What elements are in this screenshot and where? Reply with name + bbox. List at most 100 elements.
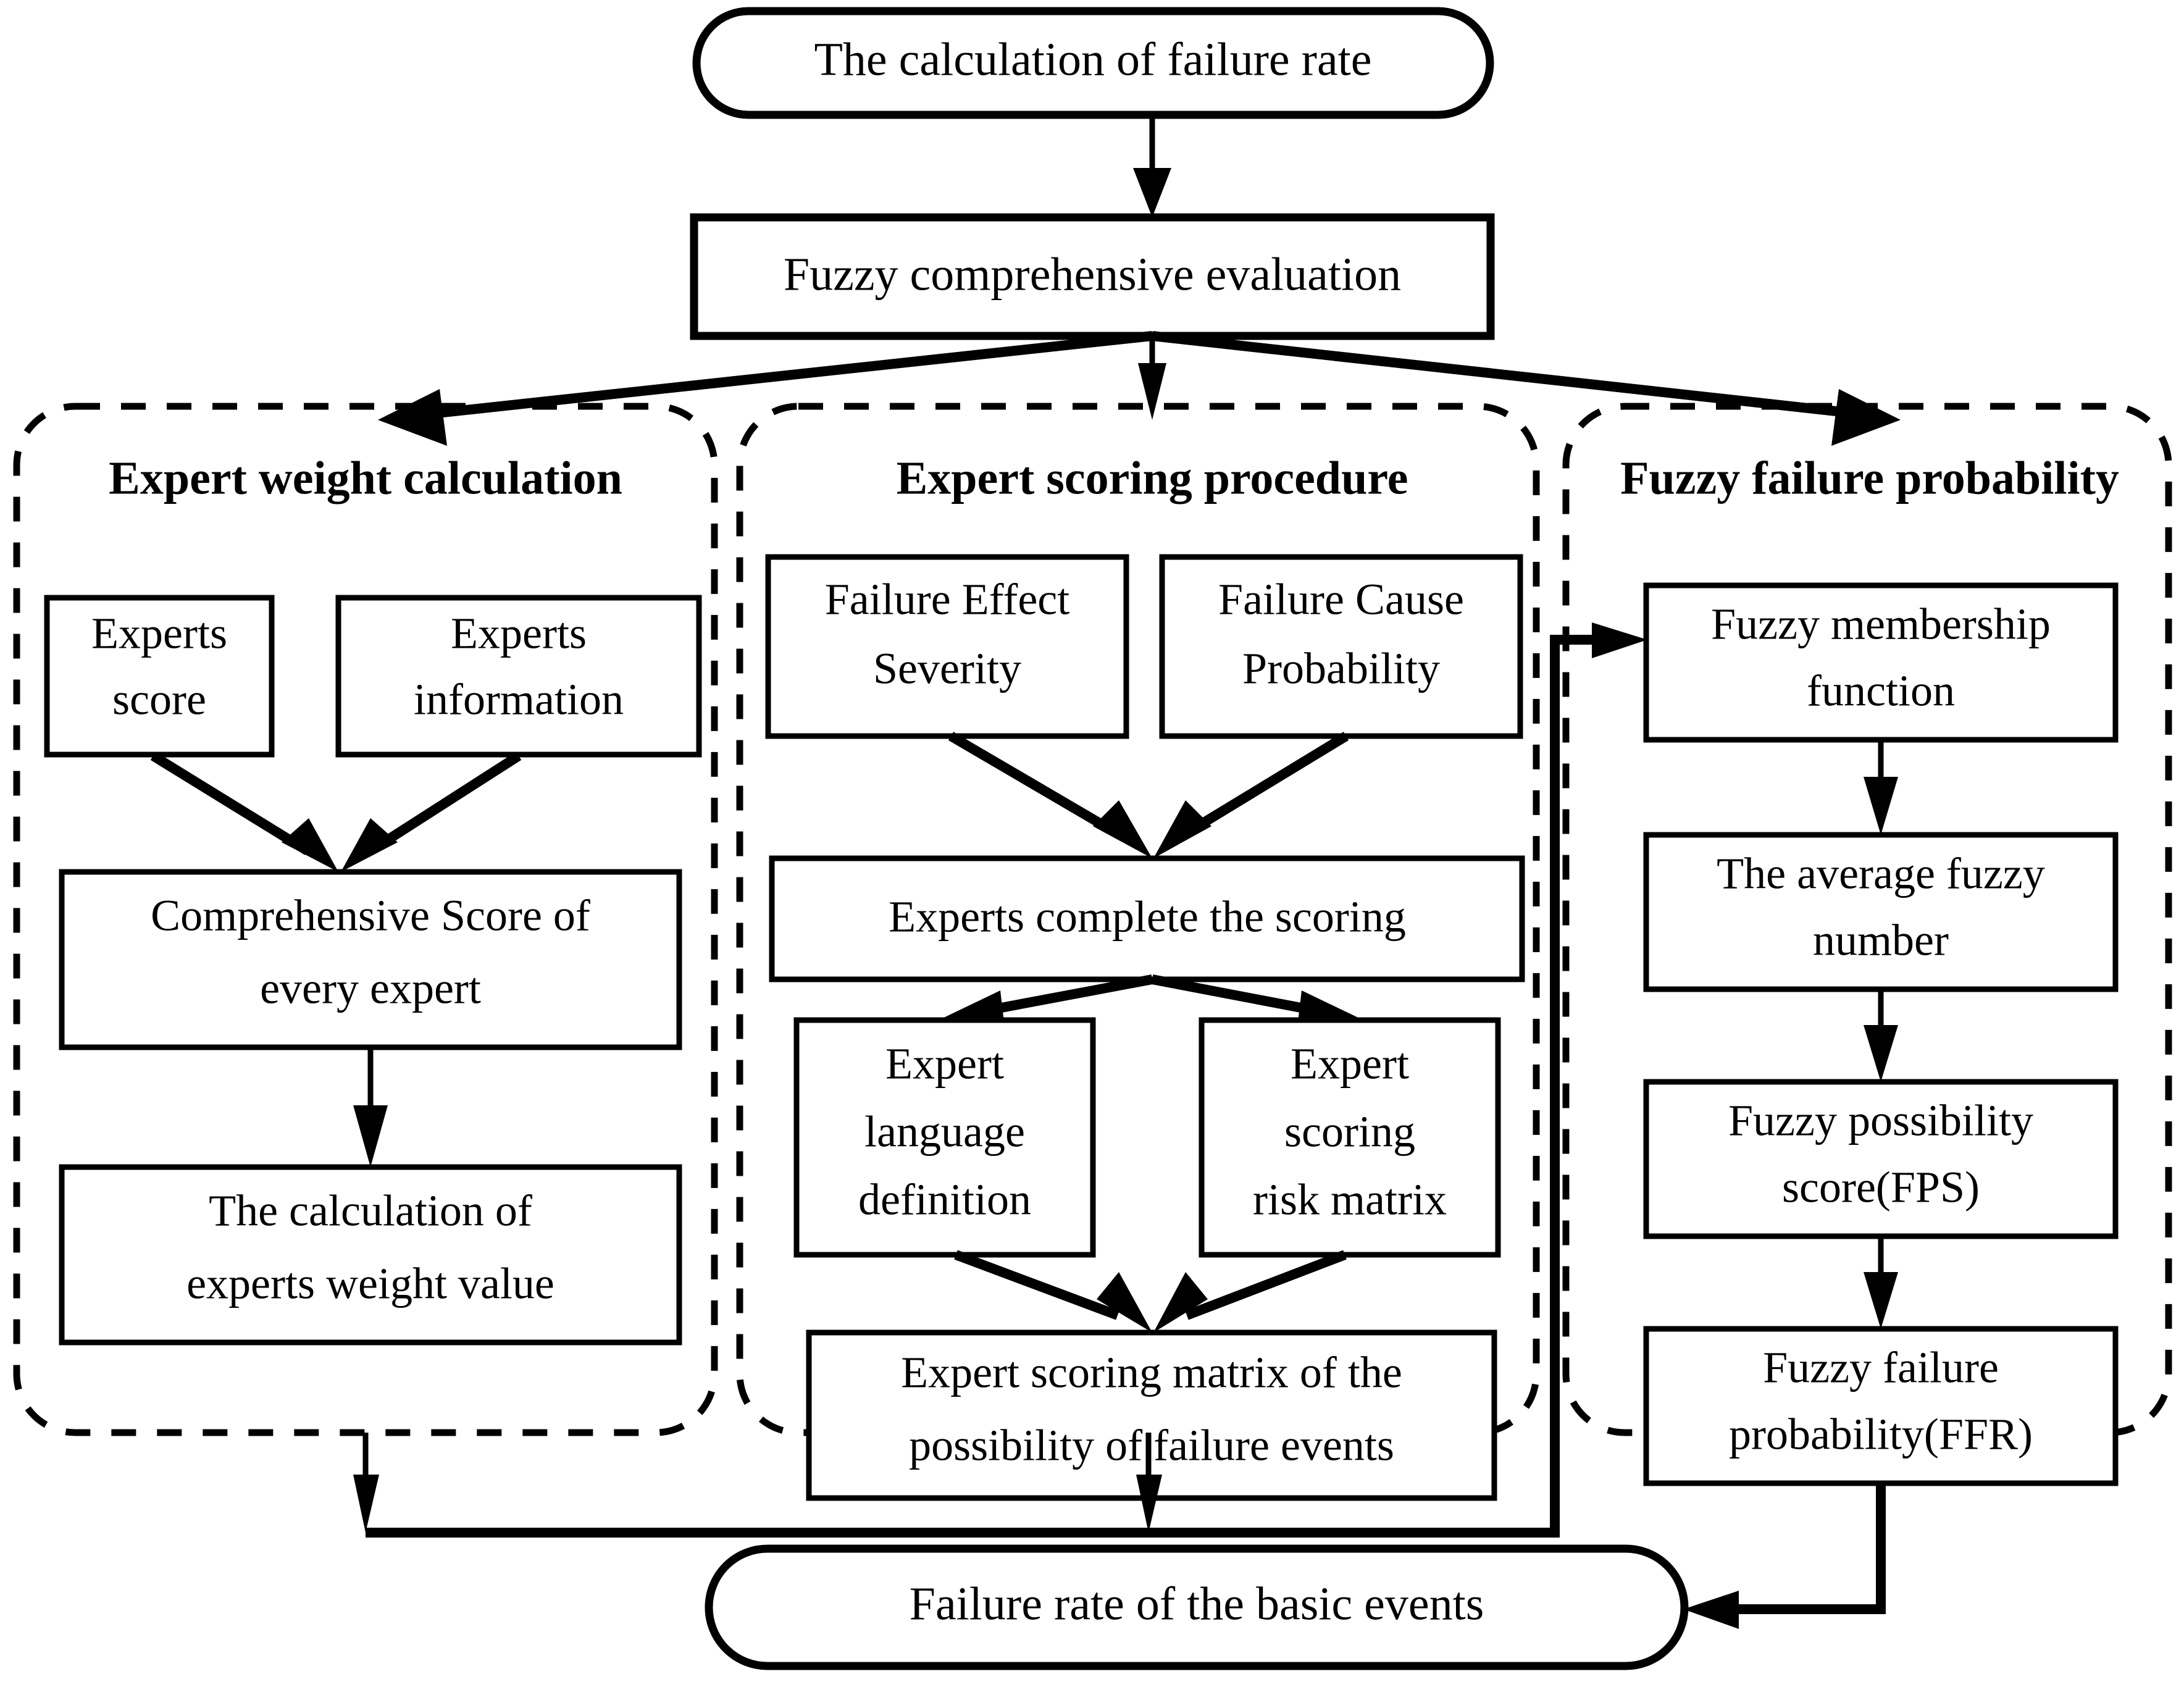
node-label-experts-information-line1: Experts: [451, 609, 587, 658]
edge-experts-information-to-comprehensive: [341, 751, 522, 872]
node-label-ffr-line2: probability(FFR): [1729, 1410, 2033, 1459]
arrowhead-diag-icon-2: [341, 818, 398, 872]
node-label-esm-line1: Expert scoring matrix of the: [901, 1348, 1402, 1397]
rect-shape-failure-cause-probability: [1159, 554, 1523, 739]
arrowhead-diag-icon-4: [1153, 800, 1211, 858]
arrowhead-diag-icon-7: [1097, 1272, 1152, 1333]
rect-shape-experts-information: [335, 595, 702, 758]
arrowhead-down-icon-8: [1136, 1475, 1162, 1533]
edge-evaluation-to-group-expert-scoring: [1138, 336, 1166, 420]
node-failure-cause-probability: Failure Cause Probability: [1159, 554, 1523, 739]
node-expert-scoring-matrix: Expert scoring matrix of the possibility…: [806, 1329, 1497, 1501]
arrowhead-down-icon: [1133, 168, 1171, 217]
edge-bus-to-fuzzy-membership-function: [366, 622, 1647, 1538]
group-title-expert-scoring: Expert scoring procedure: [897, 452, 1408, 504]
node-label-fps-line2: score(FPS): [1782, 1163, 1980, 1212]
arrowhead-left-icon: [378, 389, 447, 446]
edge-risk-matrix-to-scoring-matrix: [1153, 1250, 1347, 1333]
node-label-experts-score-line2: score: [112, 675, 206, 724]
stadium-shape-bottom: [705, 1544, 1689, 1670]
node-label-fmf-line2: function: [1807, 666, 1955, 716]
node-label-fcp-line2: Probability: [1242, 644, 1440, 693]
arrowhead-left-icon-2: [1683, 1591, 1739, 1629]
node-calculation-of-failure-rate: The calculation of failure rate: [692, 7, 1494, 119]
rect-shape-failure-effect-severity: [765, 554, 1129, 739]
node-label-fcp-line1: Failure Cause: [1218, 575, 1464, 624]
edge-ffr-to-final-node: [1683, 1483, 1886, 1629]
node-label-eld-line2: language: [864, 1107, 1025, 1157]
dashed-panel-fuzzy-failure: [1562, 403, 2172, 1436]
edge-language-definition-to-scoring-matrix: [954, 1250, 1152, 1333]
node-experts-score: Experts score: [44, 595, 275, 758]
group-expert-scoring-procedure: Expert scoring procedure Failure Effect …: [736, 403, 1540, 1501]
edge-experts-score-to-comprehensive: [150, 751, 338, 872]
rect-shape-comprehensive-score: [59, 869, 682, 1050]
node-label-experts-complete-scoring: Experts complete the scoring: [889, 892, 1406, 942]
edge-fps-to-ffr: [1864, 1236, 1898, 1329]
edge-evaluation-to-group-fuzzy-failure: [1152, 331, 1901, 446]
group-fuzzy-failure-probability: Fuzzy failure probability Fuzzy membersh…: [1562, 403, 2172, 1486]
edge-fes-to-experts-complete: [948, 732, 1152, 858]
arrowhead-down-icon-3: [353, 1105, 388, 1167]
node-label-evaluation: Fuzzy comprehensive evaluation: [784, 248, 1401, 300]
rect-shape-fuzzy-membership-function: [1643, 582, 2119, 743]
rect-shape-average-fuzzy-number: [1643, 832, 2119, 992]
arrowhead-down-icon-7: [353, 1475, 379, 1533]
node-label-experts-score-line1: Experts: [91, 609, 227, 658]
edge-fcp-to-experts-complete: [1153, 732, 1349, 858]
node-experts-information: Experts information: [335, 595, 702, 758]
group-title-expert-weight: Expert weight calculation: [109, 452, 622, 504]
rect-shape-expert-scoring-risk-matrix: [1199, 1017, 1501, 1258]
arrowhead-diag-icon-3: [1093, 800, 1152, 858]
node-failure-effect-severity: Failure Effect Severity: [765, 554, 1129, 739]
arrowhead-right-icon-2: [1592, 622, 1647, 658]
rect-shape-fuzzy-failure-probability-ffr: [1643, 1326, 2119, 1486]
node-label-fps-line1: Fuzzy possibility: [1728, 1096, 2033, 1145]
node-fuzzy-comprehensive-evaluation: Fuzzy comprehensive evaluation: [690, 213, 1495, 340]
edge-comprehensive-to-weight-value: [353, 1047, 388, 1167]
arrowhead-down-icon-4: [1864, 777, 1898, 835]
node-label-esrm-line3: risk matrix: [1253, 1175, 1447, 1224]
dashed-panel-expert-weight: [13, 403, 718, 1436]
rect-shape-evaluation: [690, 213, 1495, 340]
node-fuzzy-possibility-score: Fuzzy possibility score(FPS): [1643, 1079, 2119, 1239]
node-expert-scoring-risk-matrix: Expert scoring risk matrix: [1199, 1017, 1501, 1258]
rect-shape-expert-scoring-matrix: [806, 1329, 1497, 1501]
node-experts-weight-value: The calculation of experts weight value: [59, 1164, 682, 1346]
node-label-fmf-line1: Fuzzy membership: [1711, 600, 2051, 649]
node-label-eld-line3: definition: [858, 1175, 1031, 1224]
node-label-comprehensive-score-line1: Comprehensive Score of: [151, 891, 590, 940]
stadium-shape-top: [692, 7, 1494, 119]
group-expert-weight-calculation: Expert weight calculation Experts score …: [13, 403, 718, 1436]
node-label-weight-value-line2: experts weight value: [186, 1259, 554, 1308]
node-label-afn-line2: number: [1813, 916, 1949, 965]
node-label-comprehensive-score-line2: every expert: [260, 964, 481, 1013]
node-label-top: The calculation of failure rate: [814, 33, 1371, 85]
group-title-fuzzy-failure: Fuzzy failure probability: [1620, 452, 2119, 504]
arrowhead-down-icon-5: [1864, 1025, 1898, 1082]
node-label-esrm-line1: Expert: [1291, 1039, 1409, 1089]
edge-membership-to-average-number: [1864, 740, 1898, 835]
node-label-fes-line2: Severity: [873, 644, 1021, 693]
node-fuzzy-membership-function: Fuzzy membership function: [1643, 582, 2119, 743]
edge-evaluation-to-group-expert-weight: [378, 331, 1153, 446]
node-label-fes-line1: Failure Effect: [825, 575, 1070, 624]
arrowhead-diag-icon-1: [282, 818, 338, 872]
node-expert-language-definition: Expert language definition: [793, 1017, 1096, 1258]
node-fuzzy-failure-probability-ffr: Fuzzy failure probability(FFR): [1643, 1326, 2119, 1486]
rect-shape-experts-weight-value: [59, 1164, 682, 1346]
node-failure-rate-of-basic-events: Failure rate of the basic events: [705, 1544, 1689, 1670]
node-label-final: Failure rate of the basic events: [910, 1578, 1484, 1630]
edge-average-number-to-fps: [1864, 989, 1898, 1082]
edge-top-to-evaluation: [1133, 115, 1171, 217]
node-label-esm-line2: possibility of failure events: [909, 1421, 1394, 1470]
node-experts-complete-scoring: Experts complete the scoring: [769, 855, 1525, 982]
node-label-ffr-line1: Fuzzy failure: [1763, 1343, 1999, 1392]
rect-shape-expert-language-definition: [793, 1017, 1096, 1258]
edge-group2-down-to-bus: [1136, 1433, 1162, 1533]
arrowhead-down-icon-6: [1864, 1272, 1898, 1329]
node-label-esrm-line2: scoring: [1284, 1107, 1415, 1157]
node-label-eld-line1: Expert: [885, 1039, 1004, 1089]
